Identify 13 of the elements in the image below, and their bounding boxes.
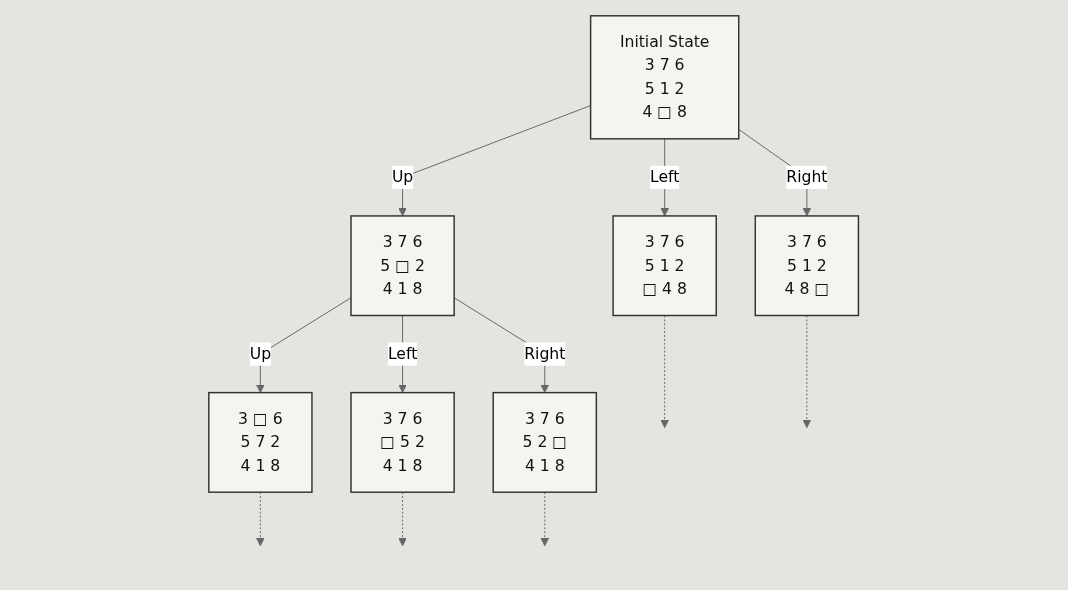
edge-label: Left <box>388 343 418 363</box>
node-box: 3 7 6 5 1 2 4 8 □ <box>754 214 860 316</box>
node-box: Initial State 3 7 6 5 1 2 4 □ 8 <box>590 14 740 140</box>
node-box: 3 7 6 □ 5 2 4 1 8 <box>350 391 456 493</box>
edge-label: Right <box>786 167 828 186</box>
edge-label: Right <box>524 343 566 363</box>
node-box: 3 7 6 5 2 □ 4 1 8 <box>492 391 598 493</box>
edge-label: Up <box>392 167 414 186</box>
node-box: 3 7 6 5 □ 2 4 1 8 <box>350 214 456 316</box>
edge-label: Up <box>250 343 272 363</box>
node-box: 3 7 6 5 1 2 □ 4 8 <box>612 214 718 316</box>
node-box: 3 □ 6 5 7 2 4 1 8 <box>208 391 314 493</box>
edge-label: Left <box>650 167 680 186</box>
